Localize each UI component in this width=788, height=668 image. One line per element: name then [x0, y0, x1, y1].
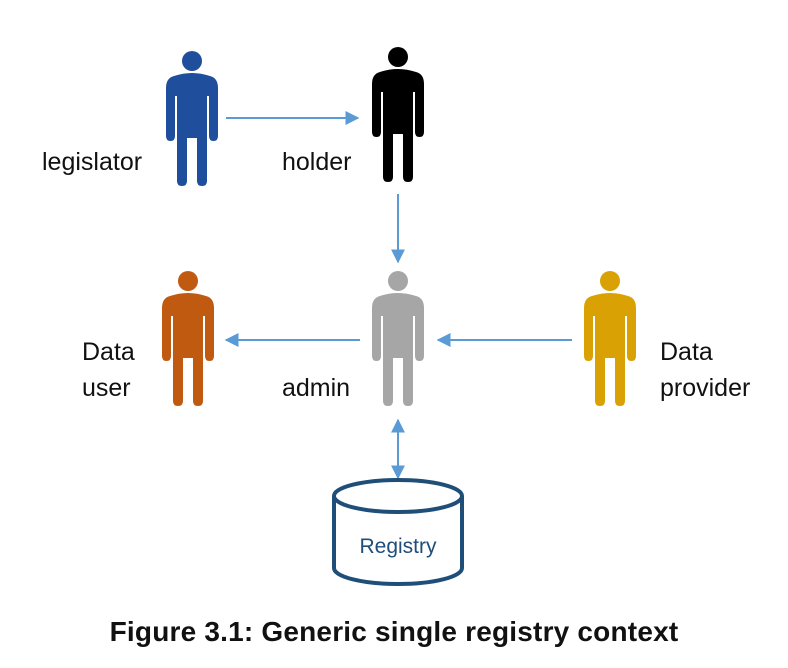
data-provider-label-line2: provider: [660, 374, 750, 402]
person-icon: [166, 51, 218, 186]
person-icon: [584, 271, 636, 406]
connections: [224, 111, 572, 480]
actor-holder: holder: [282, 47, 424, 182]
registry-label: Registry: [359, 535, 437, 558]
holder-label: holder: [282, 148, 352, 176]
database-cylinder-icon: [332, 496, 464, 586]
admin-label: admin: [282, 374, 350, 402]
actor-admin: admin: [282, 271, 424, 406]
actor-legislator: legislator: [42, 51, 218, 186]
legislator-label: legislator: [42, 148, 142, 176]
data-provider-label-line1: Data: [660, 338, 713, 366]
actor-data-user: Data user: [82, 271, 214, 406]
data-user-label-line1: Data: [82, 338, 135, 366]
figure-caption: Figure 3.1: Generic single registry cont…: [109, 616, 679, 647]
person-icon: [372, 271, 424, 406]
data-user-label-line2: user: [82, 374, 131, 402]
actor-data-provider: Data provider: [584, 271, 750, 406]
registry-database: Registry: [332, 478, 464, 586]
database-cylinder-top: [332, 478, 464, 514]
person-icon: [372, 47, 424, 182]
person-icon: [162, 271, 214, 406]
